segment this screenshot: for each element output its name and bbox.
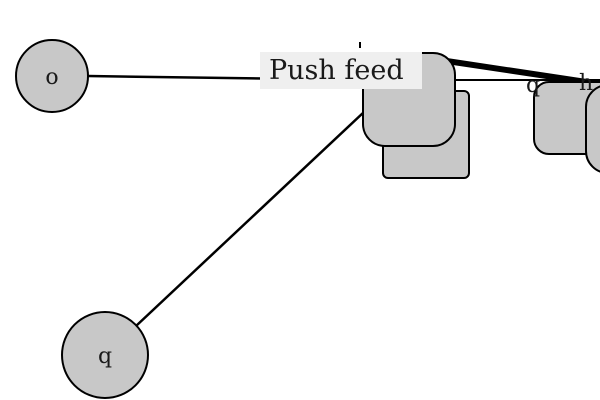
node-o[interactable]: o bbox=[15, 39, 89, 113]
edge-label-q: q bbox=[526, 73, 540, 98]
tooltip-box bbox=[260, 52, 422, 89]
tooltip: Push feed bbox=[260, 52, 422, 89]
tooltip-label: Push feed bbox=[269, 55, 404, 86]
node-right-b[interactable] bbox=[585, 85, 600, 173]
node-o-label: o bbox=[45, 65, 58, 90]
node-q-label: q bbox=[98, 344, 112, 369]
node-q-circle bbox=[61, 311, 149, 399]
edge-label-h: h bbox=[579, 71, 593, 96]
node-q[interactable]: q bbox=[61, 311, 149, 399]
edge-q-hub bbox=[135, 111, 365, 327]
node-right-b-square bbox=[585, 85, 600, 173]
node-right-a-square bbox=[533, 81, 600, 155]
node-o-circle bbox=[15, 39, 89, 113]
node-right-a[interactable] bbox=[533, 81, 600, 155]
edge-hub-right-bold bbox=[439, 57, 600, 87]
